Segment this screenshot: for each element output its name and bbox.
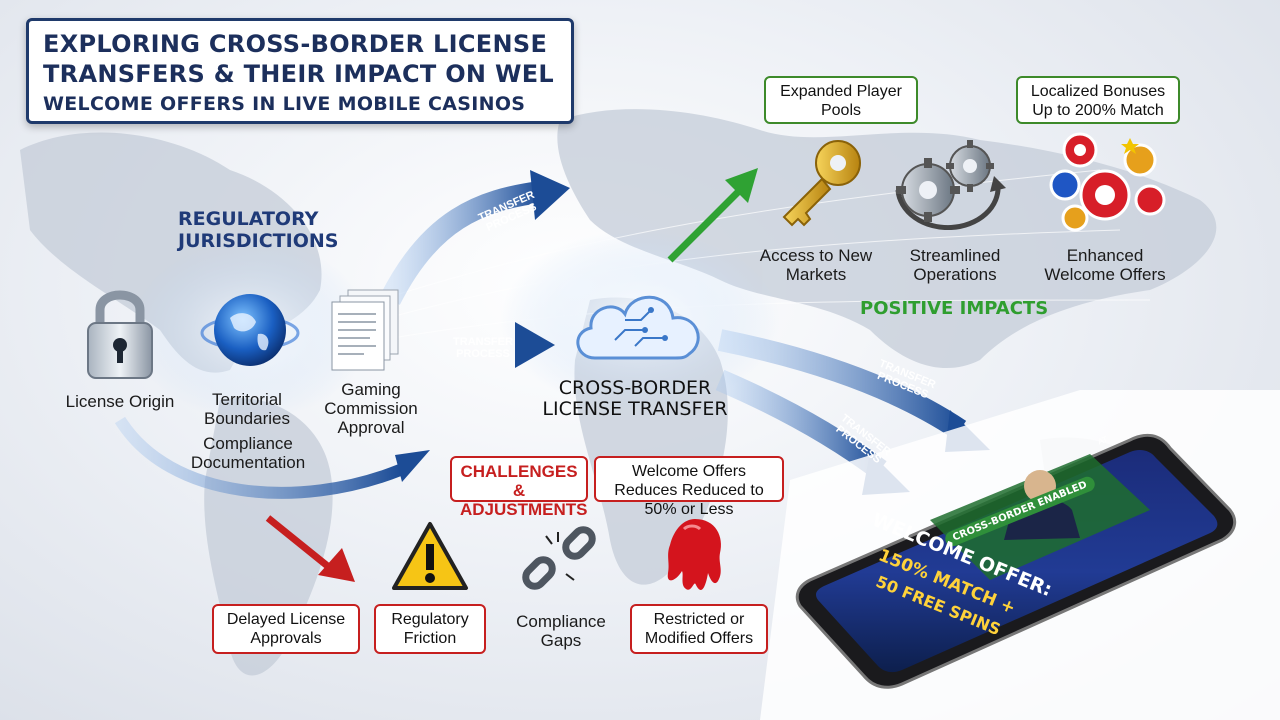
compliance-gaps-label: Compliance Gaps [516,612,606,650]
title-box: Exploring Cross-Border License Transfers… [26,18,574,124]
mobile-phone: Cross-border Enabled Welcome Offer: 150%… [790,420,1240,700]
license-origin-label: License Origin [65,392,175,411]
delayed-approvals-box: Delayed License Approvals [212,604,360,654]
regulatory-friction-box: Regulatory Friction [374,604,486,654]
phone-body [795,433,1237,689]
enhanced-welcome-offers-label: Enhanced Welcome Offers [1044,246,1166,284]
welcome-offers-reduced-callout: Welcome Offers Reduces Reduced to 50% or… [594,456,784,518]
compliance-documentation-label: Compliance Documentation [190,434,306,472]
localized-bonuses-callout: Localized Bonuses Up to 200% Match [1016,76,1180,124]
globe-icon [200,294,300,366]
access-new-markets-label: Access to New Markets [759,246,873,284]
key-icon [782,140,861,227]
warning-icon [392,522,468,590]
casino-chips-icon [1049,132,1166,232]
territorial-boundaries-label: Territorial Boundaries [203,390,290,428]
title-line-1: Exploring Cross-Border License [43,30,548,58]
broken-chain-icon [522,526,596,590]
documents-icon [331,289,399,371]
expanded-player-pools-callout: Expanded Player Pools [764,76,918,124]
positive-impacts-heading: Positive Impacts [860,298,1049,319]
restricted-offer-icon [667,519,721,590]
padlock-icon [87,290,153,379]
title-line-2: Transfers & Their Impact on Wel [43,60,555,88]
transfer-process-middle-label: Transfer Process [453,336,513,360]
regulatory-jurisdictions-heading: Regulatory Jurisdictions [178,208,339,252]
title-line-3: Welcome Offers in Live Mobile Casinos [43,93,526,115]
gaming-commission-label: Gaming Commission Approval [324,380,418,437]
cloud-circuit-icon [576,295,700,360]
challenges-heading: Challenges & Adjustments [450,456,588,519]
gears-icon [895,140,1006,230]
restricted-offers-box: Restricted or Modified Offers [630,604,768,654]
streamlined-operations-label: Streamlined Operations [909,246,1001,284]
cross-border-transfer-label: Cross-Border License Transfer [542,377,728,420]
